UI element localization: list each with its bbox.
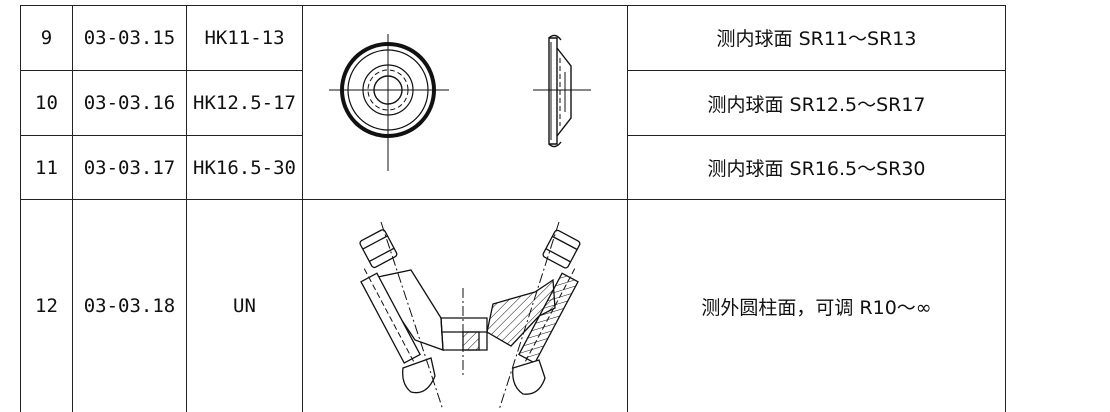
row-number: 12 <box>21 200 73 412</box>
row-number: 10 <box>21 70 73 136</box>
table-row: 12 03-03.18 UN <box>21 200 1006 412</box>
cylinder-probe-figure-cell <box>303 200 628 412</box>
table-row: 9 03-03.15 HK11-13 <box>21 6 1006 71</box>
model-code: HK12.5-17 <box>187 70 303 136</box>
left-ball-tip-shape <box>403 358 435 393</box>
cylinder-probe-drawing <box>303 200 627 412</box>
part-code: 03-03.18 <box>73 200 187 412</box>
probe-table: 9 03-03.15 HK11-13 <box>20 5 1006 412</box>
row-number: 11 <box>21 136 73 200</box>
row-number: 9 <box>21 6 73 71</box>
part-code: 03-03.17 <box>73 136 187 200</box>
spherical-probe-figure-cell <box>303 6 628 200</box>
description: 测内球面 SR16.5～SR30 <box>628 136 1006 200</box>
model-code: HK11-13 <box>187 6 303 71</box>
description: 测外圆柱面，可调 R10～∞ <box>628 200 1006 412</box>
description: 测内球面 SR11～SR13 <box>628 6 1006 71</box>
model-code: UN <box>187 200 303 412</box>
description: 测内球面 SR12.5～SR17 <box>628 70 1006 136</box>
part-code: 03-03.15 <box>73 6 187 71</box>
part-code: 03-03.16 <box>73 70 187 136</box>
right-ball-tip-shape <box>513 360 545 394</box>
spherical-probe-drawing <box>303 6 627 199</box>
model-code: HK16.5-30 <box>187 136 303 200</box>
